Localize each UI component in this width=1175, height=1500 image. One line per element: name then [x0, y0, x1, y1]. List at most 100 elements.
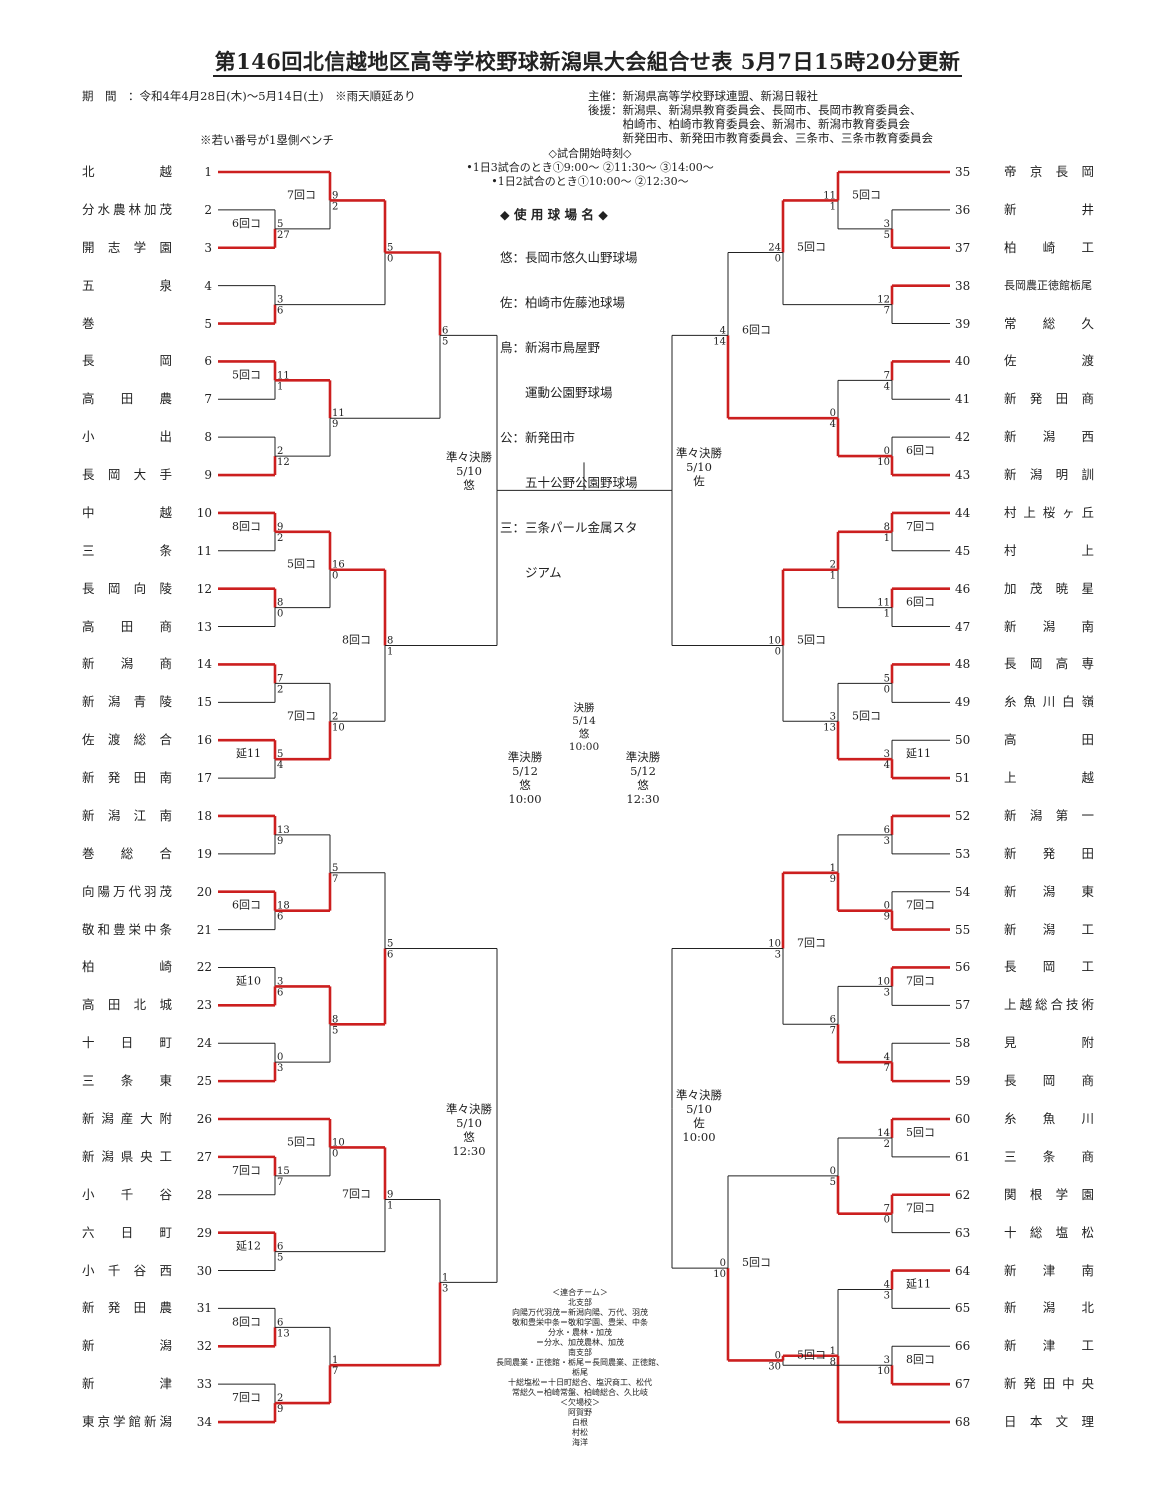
- score-top: 4: [720, 325, 726, 336]
- team-number: 46: [955, 581, 971, 596]
- game-note: 5回コ: [742, 1256, 771, 1269]
- score-bottom: 6: [277, 987, 283, 998]
- team-number: 22: [196, 960, 212, 975]
- team-number: 39: [955, 316, 971, 331]
- team-name: 十日町: [82, 1035, 172, 1051]
- team-number: 51: [955, 771, 971, 786]
- team-number: 48: [955, 657, 971, 672]
- team-number: 54: [955, 884, 971, 899]
- round-name: 準決勝: [625, 750, 661, 764]
- score-top: 11: [332, 408, 345, 419]
- score-bottom: 2: [332, 201, 338, 212]
- page-title: 第146回北信越地区高等学校野球新潟県大会組合せ表 5月7日15時20分更新: [0, 46, 1175, 77]
- team-name: 新潟西: [1004, 429, 1094, 445]
- team-name: 新発田農: [82, 1300, 172, 1316]
- team-name: 長岡高専: [1004, 656, 1094, 672]
- team-number: 26: [196, 1112, 212, 1126]
- team-number: 36: [955, 202, 971, 217]
- game-note: 7回コ: [906, 520, 935, 533]
- note-line: 敬和豊栄中条＝敬和学園、豊栄、中条: [512, 1318, 648, 1327]
- score-top: 9: [277, 522, 283, 533]
- note-line: 海洋: [572, 1438, 588, 1447]
- team-name: 帝京長岡: [1004, 164, 1094, 179]
- score-bottom: 7: [830, 1025, 836, 1036]
- score-bottom: 1: [387, 647, 393, 658]
- team-number: 47: [955, 619, 971, 634]
- game-note: 5回コ: [852, 709, 881, 722]
- score-top: 8: [332, 1014, 338, 1025]
- round-date: 5/10: [456, 464, 482, 478]
- team-name: 上越: [1004, 770, 1094, 786]
- score-top: 10: [877, 976, 890, 987]
- score-top: 6: [442, 325, 448, 336]
- score-bottom: 2: [277, 684, 283, 695]
- score-bottom: 4: [830, 419, 836, 430]
- score-top: 8: [884, 522, 890, 533]
- team-name: 十総塩松: [1004, 1224, 1094, 1240]
- score-top: 3: [830, 711, 836, 722]
- score-top: 10: [332, 1137, 345, 1148]
- score-bottom: 9: [830, 874, 836, 885]
- team-name: 村上桜ヶ丘: [1004, 504, 1094, 520]
- team-number: 15: [196, 695, 212, 710]
- round-date: 5/10: [686, 1102, 712, 1116]
- team-name: 分水農林加茂: [82, 201, 172, 217]
- game-note: 5回コ: [797, 1348, 826, 1361]
- score-bottom: 1: [830, 201, 836, 212]
- score-top: 7: [884, 370, 890, 381]
- venue-item: 鳥：新潟市鳥屋野: [500, 340, 601, 355]
- score-bottom: 7: [332, 1366, 338, 1377]
- start-times-title: ◇試合開始時刻◇: [548, 147, 632, 160]
- score-top: 2: [277, 1393, 283, 1404]
- round-venue: 悠: [578, 728, 590, 740]
- score-top: 18: [277, 901, 290, 912]
- note-line: 北支部: [568, 1298, 592, 1307]
- score-bottom: 3: [884, 1290, 890, 1301]
- team-name: 見附: [1004, 1035, 1094, 1051]
- score-bottom: 3: [884, 987, 890, 998]
- score-bottom: 9: [277, 836, 283, 847]
- score-top: 5: [387, 939, 393, 950]
- score-top: 10: [768, 636, 781, 647]
- team-number: 23: [196, 998, 212, 1013]
- team-number: 29: [196, 1225, 212, 1240]
- team-name: 長岡工: [1004, 959, 1094, 975]
- team-number: 5: [204, 316, 212, 331]
- team-name: 新発田: [1004, 845, 1094, 861]
- team-name: 糸魚川: [1004, 1111, 1094, 1126]
- team-number: 4: [204, 278, 212, 293]
- team-name: 加茂暁星: [1004, 580, 1094, 596]
- round-venue: 悠: [637, 778, 649, 792]
- period-text: 期 間 ：令和4年4月28日(木)～5月14日(土) ※雨天順延あり: [82, 89, 416, 103]
- score-bottom: 0: [332, 571, 338, 582]
- game-note: 延10: [236, 974, 261, 987]
- score-bottom: 14: [713, 336, 726, 347]
- score-bottom: 6: [277, 912, 283, 923]
- score-bottom: 13: [823, 722, 836, 733]
- game-note: 延11: [906, 747, 931, 760]
- round-name: 準々決勝: [446, 450, 492, 464]
- venue-item: 公：新発田市: [500, 430, 576, 445]
- score-top: 8: [277, 598, 283, 609]
- team-number: 65: [955, 1301, 971, 1316]
- score-top: 3: [884, 749, 890, 760]
- score-bottom: 27: [277, 230, 290, 241]
- score-bottom: 7: [884, 306, 890, 317]
- venue-list: 悠：長岡市悠久山野球場 佐：柏崎市佐藤池球場 鳥：新潟市鳥屋野 運動公園野球場 …: [500, 220, 638, 595]
- team-name: 高田: [1004, 732, 1094, 748]
- start-times-line: •1日3試合のとき①9:00～ ②11:30～ ③14:00～: [466, 161, 714, 174]
- game-note: 5回コ: [852, 188, 881, 201]
- score-top: 5: [277, 219, 283, 230]
- team-number: 1: [204, 165, 212, 179]
- game-note: 6回コ: [906, 596, 935, 609]
- score-top: 14: [877, 1128, 890, 1139]
- score-bottom: 10: [877, 1366, 890, 1377]
- team-name: 新潟青陵: [82, 694, 172, 710]
- team-number: 27: [196, 1149, 212, 1164]
- round-time: 10:00: [508, 792, 542, 806]
- game-note: 7回コ: [232, 1164, 261, 1177]
- score-bottom: 12: [277, 457, 290, 468]
- game-note: 8回コ: [232, 520, 261, 533]
- team-name: 新発田南: [82, 770, 172, 786]
- team-number: 31: [196, 1301, 212, 1316]
